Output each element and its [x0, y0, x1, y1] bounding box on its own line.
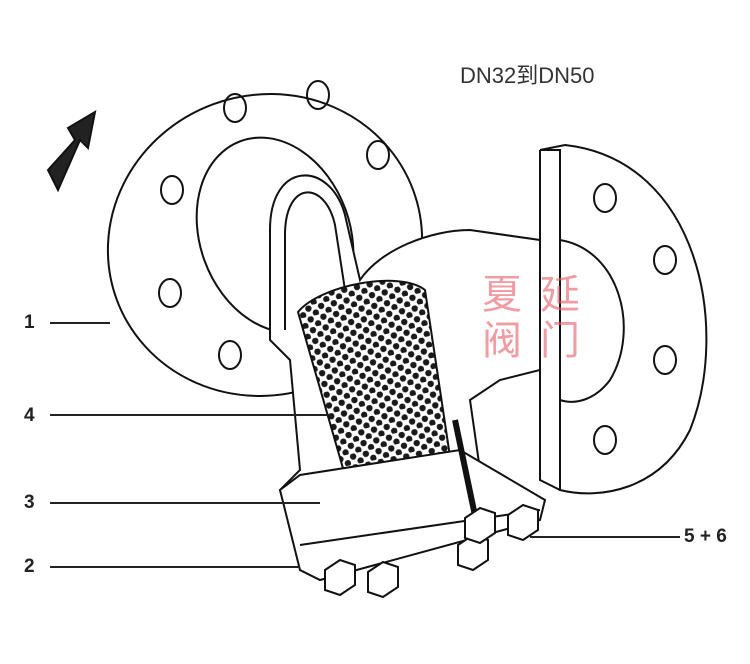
flow-arrow-icon: [46, 110, 97, 193]
callout-5-6: 5 + 6: [684, 526, 727, 547]
callout-4: 4: [24, 405, 35, 426]
watermark-line-1: 夏延: [482, 272, 598, 318]
callout-1: 1: [24, 312, 35, 333]
outlet-bolt-holes: [593, 183, 677, 455]
size-range-title: DN32到DN50: [460, 63, 595, 88]
callout-leader-lines: [50, 322, 680, 568]
strainer-cover: [278, 448, 547, 582]
callout-3: 3: [24, 492, 35, 513]
callout-2: 2: [24, 556, 35, 577]
flange-bolt-holes: [158, 80, 390, 370]
watermark-line-2: 阀门: [482, 318, 598, 364]
cover-bolts: [324, 503, 539, 599]
